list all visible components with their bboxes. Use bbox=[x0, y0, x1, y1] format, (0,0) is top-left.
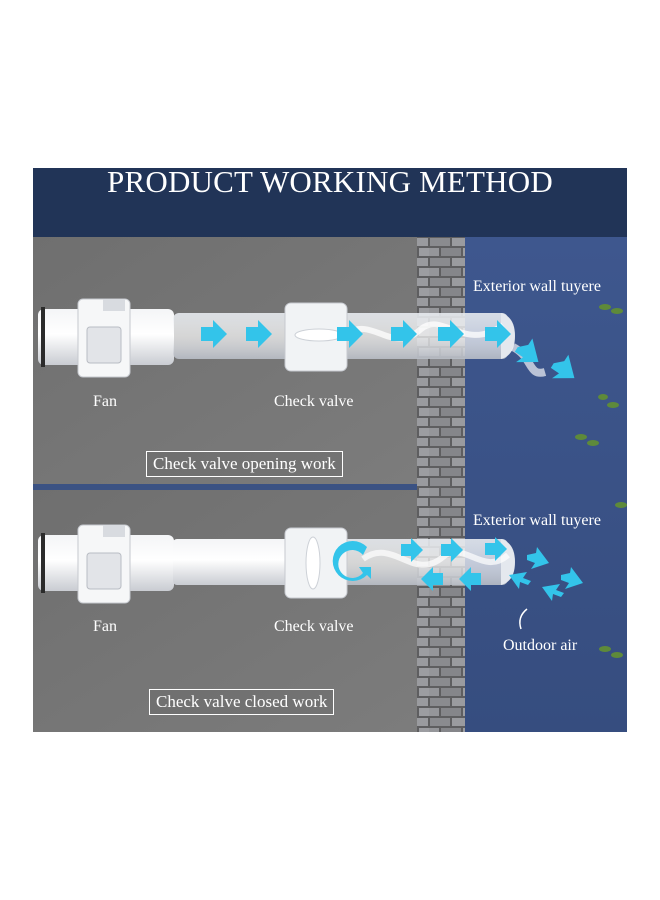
brick-wall bbox=[417, 237, 465, 732]
outdoor-pointer bbox=[519, 608, 528, 630]
tuyere-label-bottom: Exterior wall tuyere bbox=[473, 512, 601, 529]
check-valve-label-top: Check valve bbox=[274, 393, 354, 410]
outdoor-air-label: Outdoor air bbox=[503, 637, 578, 654]
caption-top: Check valve opening work bbox=[146, 451, 343, 477]
bottom-assembly bbox=[38, 524, 515, 604]
illustration bbox=[33, 237, 627, 732]
page-title: PRODUCT WORKING METHOD bbox=[107, 164, 553, 199]
check-valve-label-bottom: Check valve bbox=[274, 618, 354, 635]
panel-divider bbox=[33, 484, 417, 490]
fan-label-top: Fan bbox=[93, 393, 117, 410]
outside-area bbox=[463, 237, 627, 732]
tuyere-label-top: Exterior wall tuyere bbox=[473, 278, 601, 295]
flow-arrows-top bbox=[201, 320, 575, 379]
title-bar: PRODUCT WORKING METHOD bbox=[33, 164, 627, 237]
plant-leaves bbox=[575, 304, 627, 658]
flow-arrows-bottom bbox=[332, 537, 583, 601]
caption-bottom: Check valve closed work bbox=[149, 689, 335, 715]
fan-label-bottom: Fan bbox=[93, 618, 117, 635]
